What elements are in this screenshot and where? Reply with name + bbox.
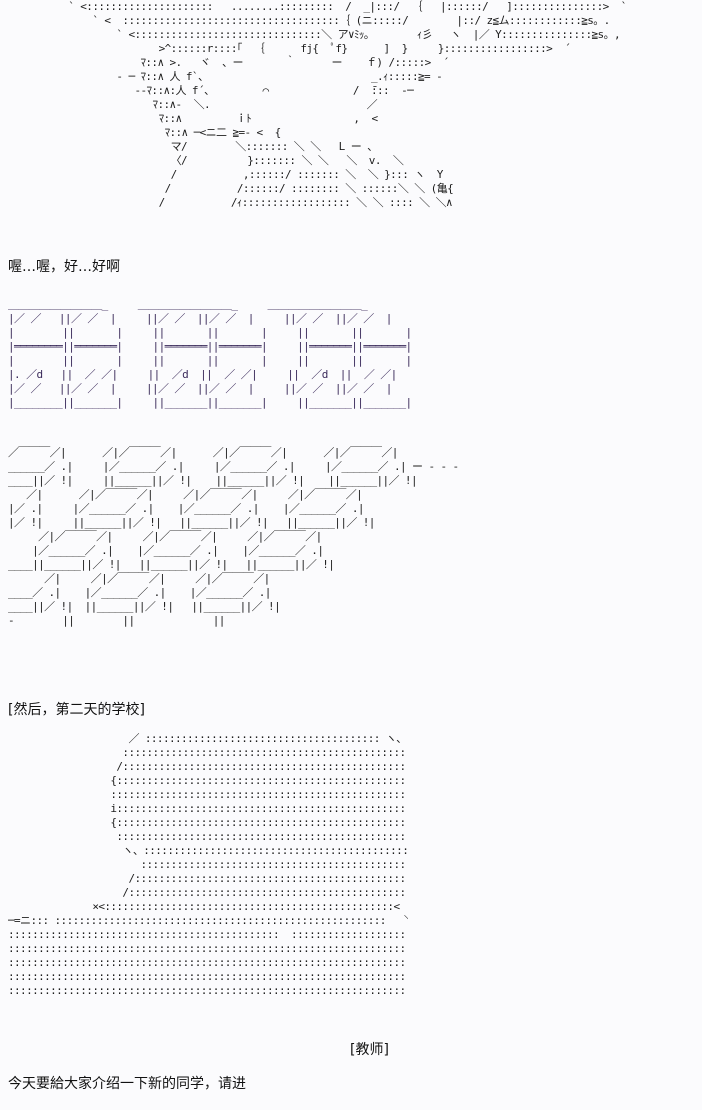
narration-caption-next-day: [然后，第二天的学校] — [8, 702, 145, 718]
ascii-art-classroom-windows: ＿＿＿＿＿＿＿＿＿_ ＿＿＿＿＿＿＿＿＿_ ＿＿＿＿＿＿＿＿＿_ |／ ／ ||… — [8, 298, 412, 409]
ascii-art-character-closeup: ` <::::::::::::::::::::: ........:::::::… — [68, 0, 627, 209]
dialogue-caption-agree: 喔…喔，好…好啊 — [8, 259, 120, 275]
ascii-art-teacher-silhouette: ／ ::::::::::::::::::::::::::::::::::::::… — [8, 732, 408, 997]
ascii-art-classroom-desks: ／￣￣￣／| ／|／￣￣￣／| ／|／￣￣￣／| ／|／￣￣￣／| ______… — [8, 446, 459, 627]
speaker-tag-teacher: [教师] — [350, 1042, 389, 1058]
dialogue-caption-introduce-student: 今天要給大家介绍一下新的同学，请进 — [8, 1076, 246, 1092]
